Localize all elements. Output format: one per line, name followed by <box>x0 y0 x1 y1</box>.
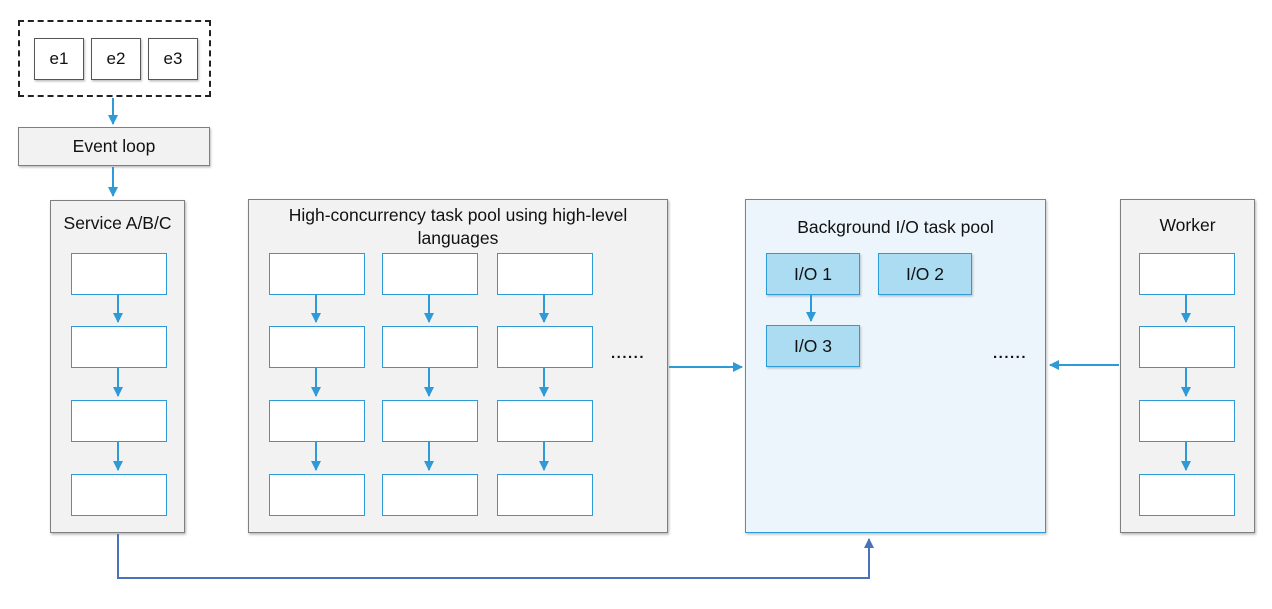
io-task-label-2: I/O 2 <box>906 263 944 284</box>
worker-task-box-4 <box>1139 474 1235 516</box>
event-loop-label: Event loop <box>72 136 156 156</box>
arrow-service-to-iopool-bottom <box>117 534 874 579</box>
task-box-c3-r3 <box>497 400 593 442</box>
task-box-c3-r4 <box>497 474 593 516</box>
service-panel-title: Service A/B/C <box>63 213 172 233</box>
service-task-box-3 <box>71 400 167 442</box>
task-box-c2-r3 <box>382 400 478 442</box>
event-box-e3: e3 <box>148 37 198 80</box>
service-task-box-2 <box>71 326 167 368</box>
event-queue-box: e1 e2 e3 <box>18 20 211 97</box>
io-task-label-1: I/O 1 <box>794 263 832 284</box>
event-loop-box: Event loop <box>18 127 210 166</box>
task-box-c1-r3 <box>269 400 365 442</box>
worker-panel-title: Worker <box>1159 215 1216 235</box>
task-box-c3-r1 <box>497 253 593 295</box>
worker-task-box-3 <box>1139 400 1235 442</box>
event-box-e1: e1 <box>34 37 84 80</box>
worker-task-box-1 <box>1139 253 1235 295</box>
event-label-e2: e2 <box>106 48 126 68</box>
task-box-c1-r2 <box>269 326 365 368</box>
service-panel: Service A/B/C <box>50 200 185 533</box>
worker-task-box-2 <box>1139 326 1235 368</box>
task-pool-ellipsis: ...... <box>610 345 645 362</box>
io-task-box-1: I/O 1 <box>766 253 860 295</box>
task-box-c2-r2 <box>382 326 478 368</box>
io-pool-title: Background I/O task pool <box>797 217 994 237</box>
io-task-label-3: I/O 3 <box>794 335 832 356</box>
service-task-box-4 <box>71 474 167 516</box>
event-label-e3: e3 <box>163 48 183 68</box>
io-task-box-2: I/O 2 <box>878 253 972 295</box>
task-box-c1-r1 <box>269 253 365 295</box>
worker-panel: Worker <box>1120 199 1255 533</box>
event-label-e1: e1 <box>49 48 69 68</box>
task-box-c2-r4 <box>382 474 478 516</box>
io-pool-panel: Background I/O task pool I/O 1 I/O 2 I/O… <box>745 199 1046 533</box>
service-task-box-1 <box>71 253 167 295</box>
task-box-c2-r1 <box>382 253 478 295</box>
io-pool-ellipsis: ...... <box>992 345 1027 362</box>
io-task-box-3: I/O 3 <box>766 325 860 367</box>
task-box-c1-r4 <box>269 474 365 516</box>
task-pool-title: High-concurrency task pool using high-le… <box>288 205 628 248</box>
task-pool-panel: High-concurrency task pool using high-le… <box>248 199 668 533</box>
task-box-c3-r2 <box>497 326 593 368</box>
event-box-e2: e2 <box>91 37 141 80</box>
